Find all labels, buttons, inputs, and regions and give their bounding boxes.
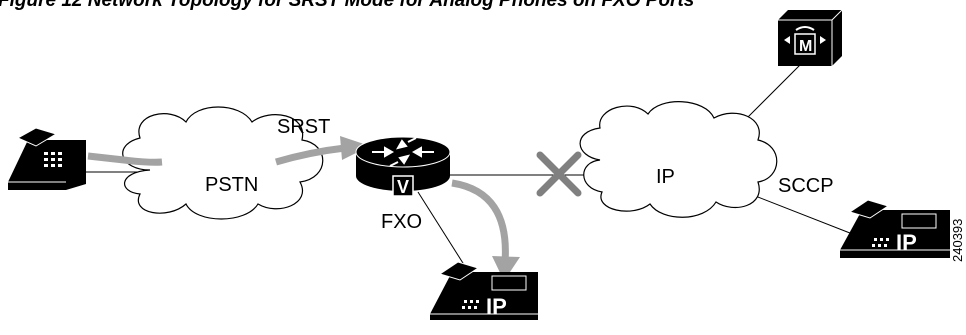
ip-cloud-label: IP (656, 166, 675, 188)
figure-id: 240393 (950, 219, 965, 262)
wan-failure-x-icon (536, 151, 582, 197)
call-manager-badge: M (799, 38, 812, 55)
srst-label: SRST (277, 116, 330, 138)
analog-phone-icon (8, 121, 86, 190)
pstn-cloud-icon (122, 106, 324, 220)
local-call-arrow (451, 179, 520, 281)
sccp-label: SCCP (778, 175, 834, 197)
ip-phone-badge-bottom: IP (486, 294, 507, 319)
router-icon (355, 136, 451, 197)
call-manager-icon (778, 9, 843, 66)
ip-phone-icon (430, 261, 538, 320)
srst-call-arrow (87, 136, 370, 166)
ip-cloud-icon (579, 101, 778, 218)
ip-phone-badge-right: IP (896, 230, 917, 255)
ip-to-ip-phone-line (739, 189, 856, 236)
ip-phone-icon (840, 199, 950, 258)
figure-caption: Figure 12 Network Topology for SRST Mode… (0, 0, 694, 11)
pstn-label: PSTN (205, 174, 258, 196)
router-voice-badge: V (397, 177, 409, 197)
fxo-label: FXO (381, 211, 422, 233)
